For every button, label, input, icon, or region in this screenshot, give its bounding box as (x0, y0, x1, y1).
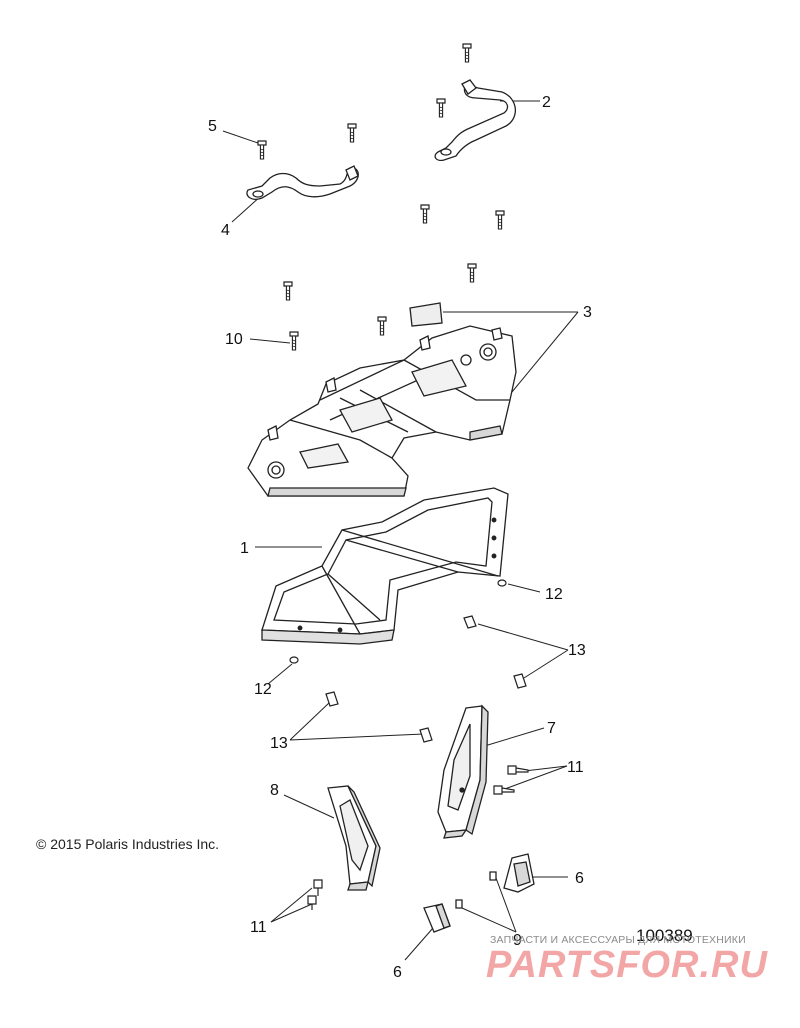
callout-2: 2 (542, 94, 551, 111)
clip-icon (513, 673, 527, 689)
watermark-logo: PARTSFOR.RU (486, 944, 768, 986)
clip-icon (419, 727, 433, 743)
callout-11b: 11 (250, 919, 267, 936)
bolt-icon (289, 331, 299, 351)
callout-10: 10 (225, 331, 243, 348)
callout-4: 4 (221, 222, 230, 239)
callout-13b: 13 (270, 735, 288, 752)
clip-icon (463, 615, 477, 629)
bolt-icon (436, 98, 446, 118)
callout-labels: 1 2 3 4 5 6 6 7 8 9 10 11 11 12 12 13 13 (208, 94, 592, 981)
bolt-11-group (307, 765, 529, 910)
callout-3: 3 (583, 304, 592, 321)
callout-1: 1 (240, 540, 249, 557)
bolt-icon (455, 899, 463, 909)
bolt-icon (377, 316, 387, 336)
bolt-icon (347, 123, 357, 143)
bolt-icon (257, 140, 267, 160)
bolt-icon (313, 879, 323, 896)
callout-13a: 13 (568, 642, 586, 659)
bolt-icon (307, 895, 317, 910)
bolt-icon (489, 871, 497, 881)
drawing-number: 100389 (636, 926, 693, 945)
watermark-tagline: ЗАПЧАСТИ И АКСЕССУАРЫ ДЛЯ МОТОТЕХНИКИ (490, 934, 746, 946)
nut-icon (497, 579, 507, 587)
callout-12a: 12 (545, 586, 563, 603)
callout-12b: 12 (254, 681, 272, 698)
callout-11a: 11 (567, 759, 584, 776)
clip-icon (325, 691, 339, 707)
bolt-icon (507, 765, 529, 775)
rack-tube-frame (261, 487, 509, 645)
callout-8: 8 (270, 782, 279, 799)
grab-bracket-left (246, 165, 359, 200)
callout-5: 5 (208, 118, 217, 135)
leader-lines (222, 100, 579, 961)
bolt-icon (495, 210, 505, 230)
grab-bracket-right (434, 79, 516, 162)
callout-9: 9 (513, 932, 522, 949)
bolt-icon (283, 281, 293, 301)
rubber-pad-group (423, 853, 535, 933)
bolt-icon (420, 204, 430, 224)
callout-7: 7 (547, 720, 556, 737)
support-bracket-left (327, 785, 381, 891)
copyright-notice: © 2015 Polaris Industries Inc. (36, 836, 220, 852)
fastener-group (289, 579, 527, 743)
bolt-icon (462, 43, 472, 63)
nut-icon (289, 656, 299, 664)
callout-6a: 6 (575, 870, 584, 887)
rack-top-panel (247, 302, 517, 497)
bolt-icon (467, 263, 477, 283)
callout-6b: 6 (393, 964, 402, 981)
bolt-icon (493, 785, 515, 795)
support-bracket-right (437, 704, 489, 839)
